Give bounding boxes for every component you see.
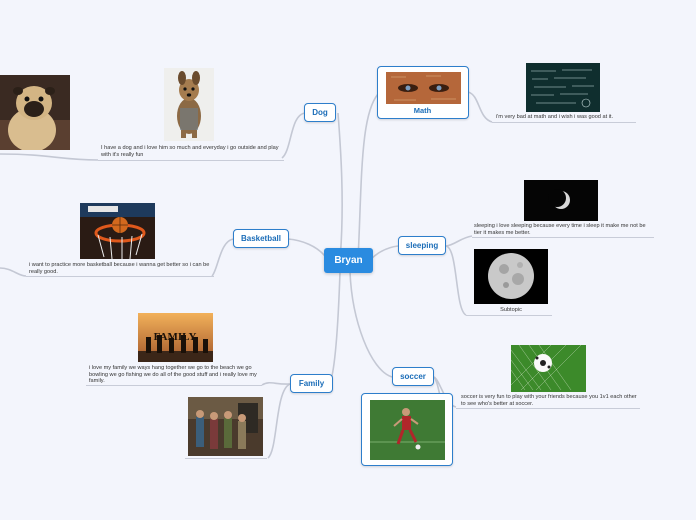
- soccer-player-image: [370, 400, 445, 460]
- sleeping-note-underline: [472, 237, 654, 238]
- soccer-goal-image: [511, 345, 586, 392]
- topic-sleeping[interactable]: sleeping: [398, 236, 446, 255]
- topic-math[interactable]: Math: [377, 66, 469, 119]
- dog-note: I have a dog and i love him so much and …: [101, 145, 279, 158]
- math-note-underline: [492, 122, 636, 123]
- topic-dog[interactable]: Dog: [304, 103, 336, 122]
- topic-family[interactable]: Family: [290, 374, 333, 393]
- sleeping-note: sleeping i love sleeping because every t…: [474, 223, 646, 236]
- central-topic[interactable]: Bryan: [324, 248, 373, 273]
- topic-soccer[interactable]: soccer: [392, 367, 434, 386]
- family-friends-image: [188, 397, 263, 456]
- family-note: i love my family we ways hang together w…: [89, 365, 257, 385]
- math-note: i'm very bad at math and i wish i was go…: [496, 114, 614, 120]
- topic-math-label: Math: [413, 106, 432, 115]
- dog-note-underline: [98, 160, 284, 161]
- topic-basketball[interactable]: Basketball: [233, 229, 289, 248]
- sleeping-subtopic-underline: [466, 315, 552, 316]
- math-eyes-image: [386, 72, 461, 104]
- full-moon-image: [474, 249, 548, 304]
- math-chalkboard-image: [526, 63, 600, 112]
- soccer-note: soccer is very fun to play with your fri…: [461, 394, 637, 407]
- pug-image: [0, 75, 70, 150]
- family-image-underline: [185, 458, 267, 459]
- basketball-image: [80, 203, 155, 259]
- family-sunset-image: FAMILY: [138, 313, 213, 362]
- family-sign-text: FAMILY: [154, 331, 197, 343]
- basketball-note-underline: [26, 276, 214, 277]
- dog-image: [164, 68, 214, 141]
- family-note-underline: [86, 385, 262, 386]
- soccer-note-underline: [456, 408, 640, 409]
- sleeping-subtopic-label: Subtopic: [500, 307, 522, 313]
- crescent-moon-image: [524, 180, 598, 221]
- basketball-note: i want to practice more basketball becau…: [29, 262, 210, 275]
- soccer-player-image-box[interactable]: [361, 393, 453, 466]
